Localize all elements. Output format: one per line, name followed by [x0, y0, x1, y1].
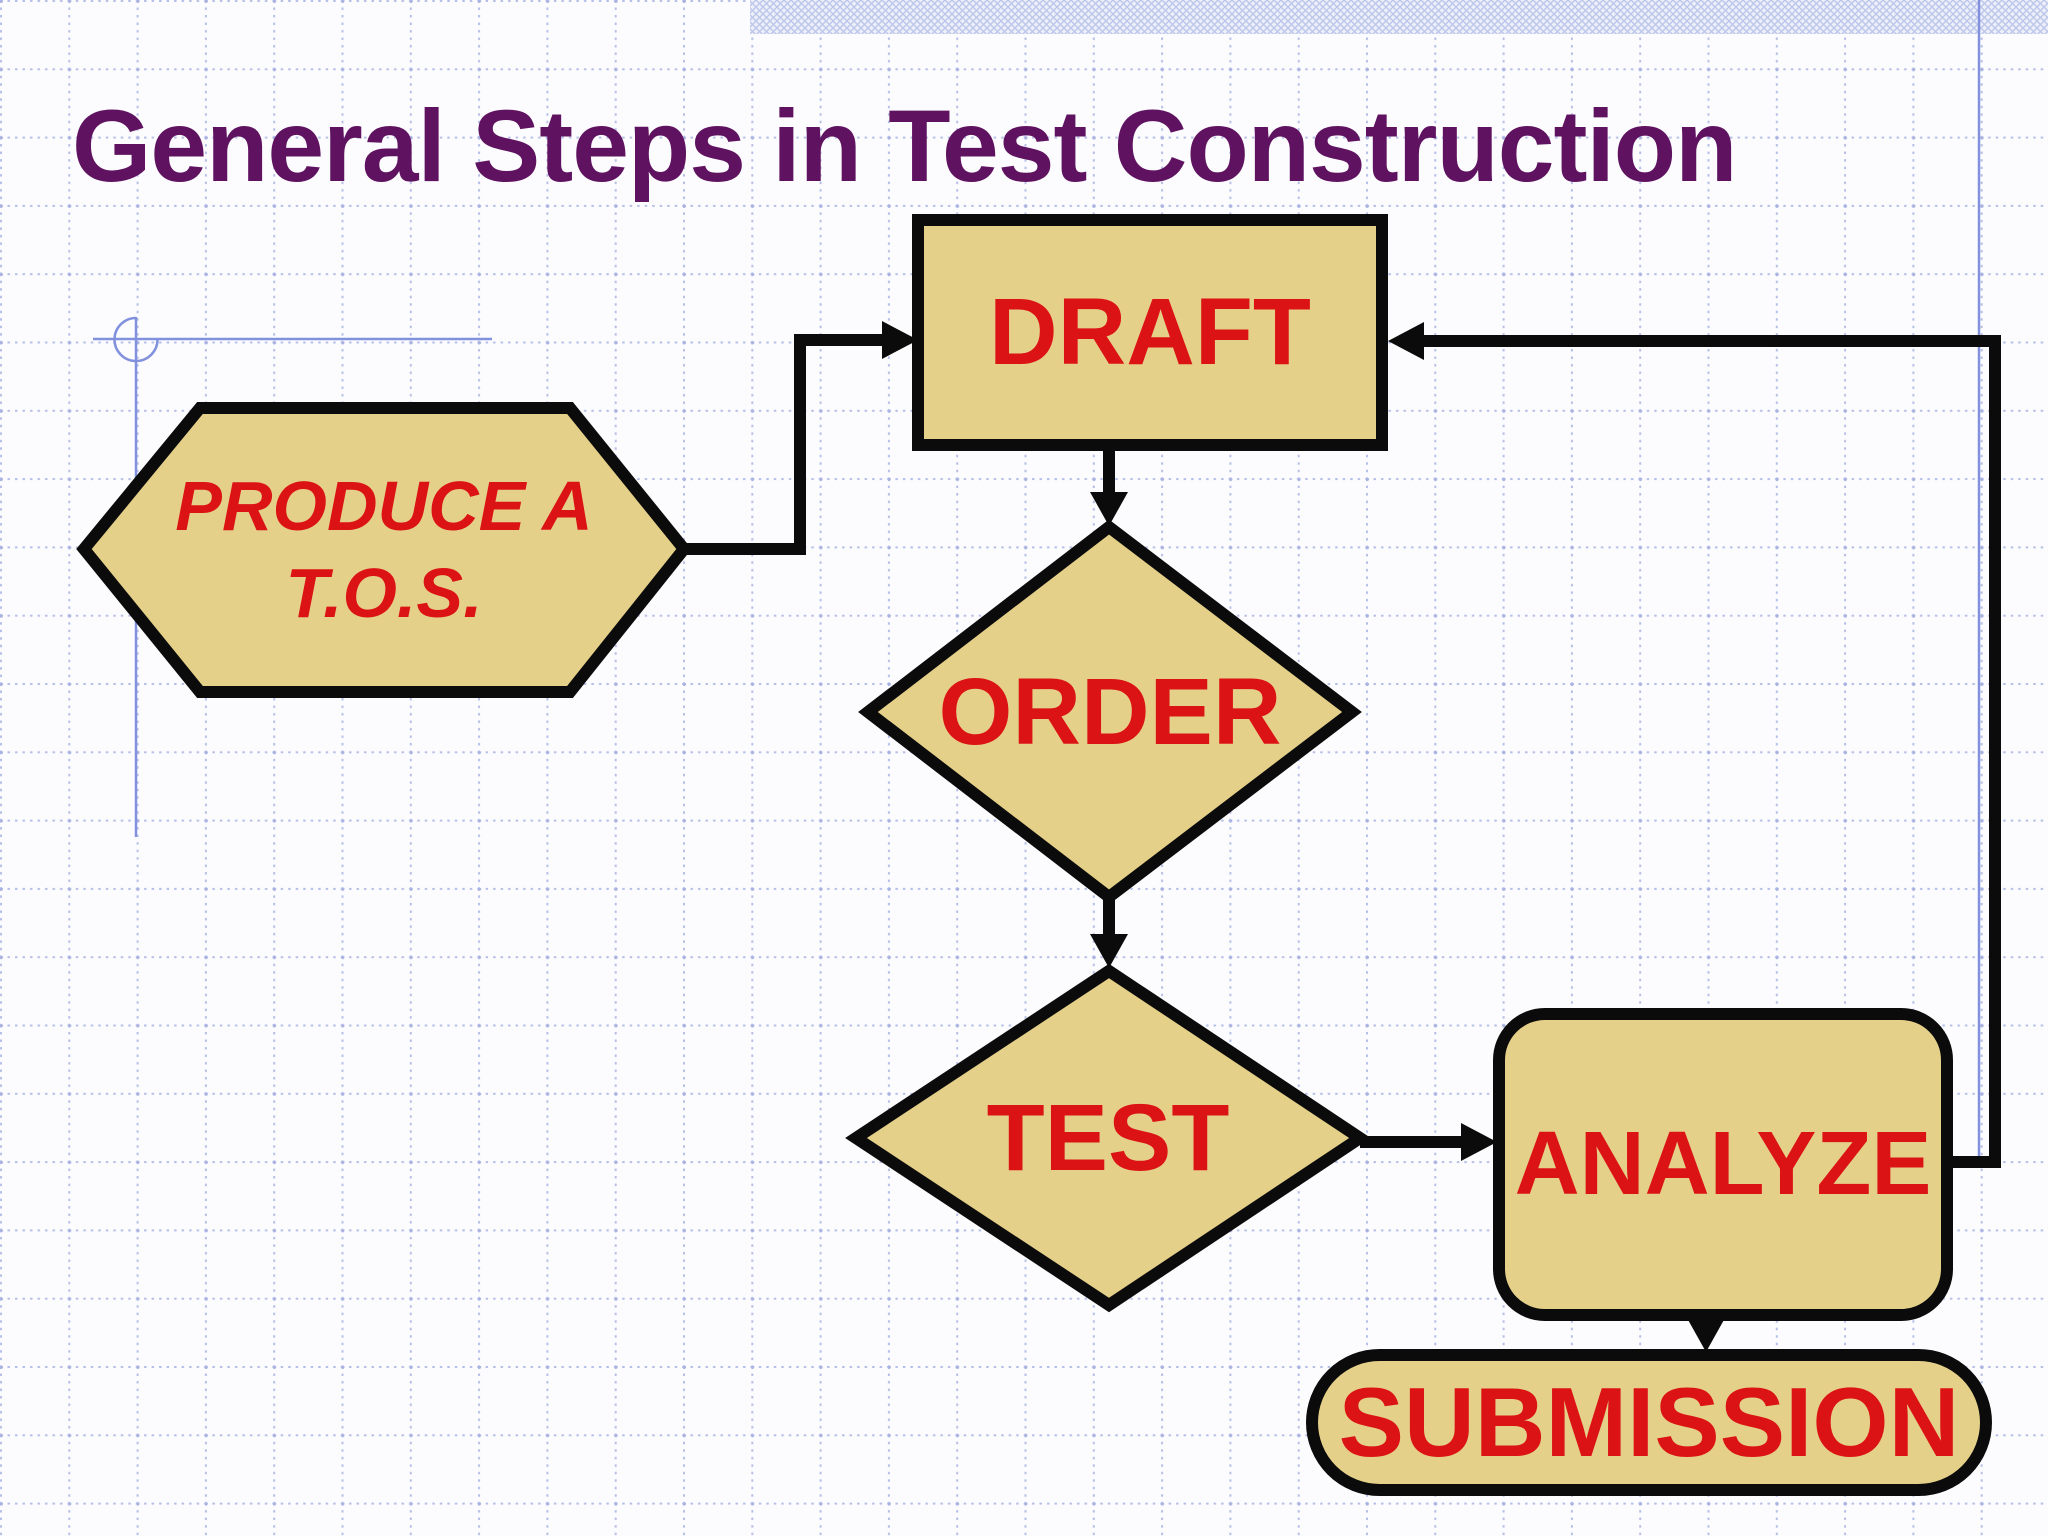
- node-submission-label: SUBMISSION: [1338, 1366, 1960, 1477]
- page-title: General Steps in Test Construction: [72, 89, 1737, 203]
- node-draft-rectangle: [912, 214, 1388, 451]
- node-tos-label-line2: T.O.S.: [285, 554, 483, 632]
- edge-tos-to-draft: [684, 334, 884, 555]
- node-tos-label-line1: PRODUCE A: [175, 466, 593, 545]
- node-order-label: ORDER: [938, 658, 1282, 765]
- node-test-label: TEST: [986, 1084, 1230, 1191]
- arrowhead-into-analyze: [1461, 1123, 1497, 1161]
- arrowheads: [882, 321, 1725, 1352]
- node-order-diamond: [858, 519, 1362, 905]
- nodes: [76, 214, 1992, 1496]
- crosshair-circle: [113, 316, 159, 363]
- edge-analyze-to-draft-feedback: [1424, 335, 2001, 1168]
- arrowhead-into-submission: [1687, 1318, 1725, 1352]
- node-analyze-label: ANALYZE: [1514, 1114, 1932, 1214]
- node-tos-label: PRODUCE A T.O.S.: [84, 408, 684, 692]
- node-tos-hexagon: [76, 402, 692, 698]
- node-draft-label: DRAFT: [989, 279, 1311, 386]
- header-hatch-band: [750, 0, 2048, 34]
- arrowhead-into-draft-right: [1388, 322, 1424, 360]
- arrowhead-into-draft-left: [882, 321, 918, 359]
- node-submission-stadium: [1306, 1349, 1992, 1496]
- node-test-diamond: [845, 963, 1371, 1313]
- arrowhead-into-test: [1090, 934, 1128, 968]
- node-analyze-rounded-rect: [1493, 1008, 1953, 1321]
- arrowhead-into-order: [1090, 492, 1128, 526]
- connectors: [684, 334, 2001, 1322]
